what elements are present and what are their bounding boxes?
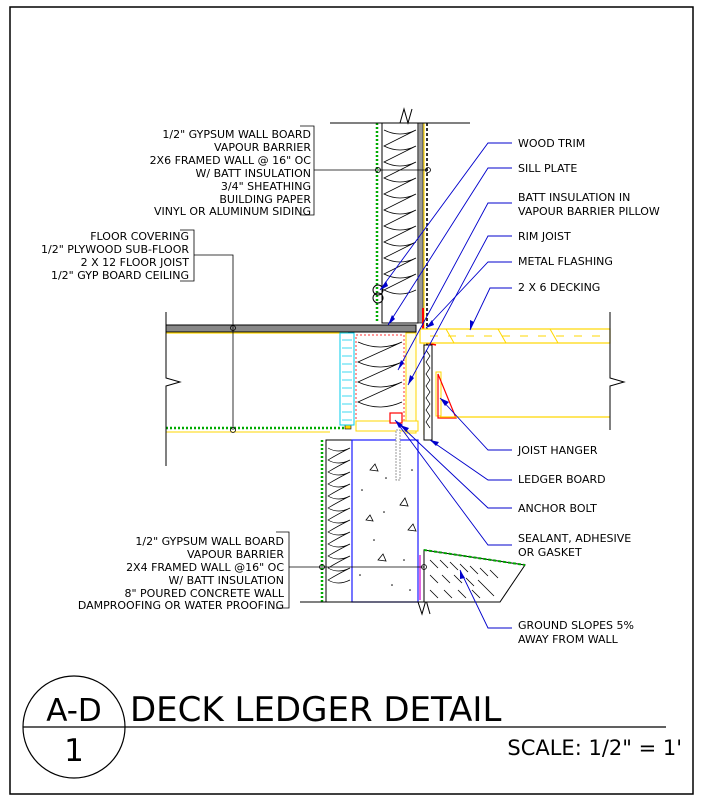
label-ground-slopes-1: GROUND SLOPES 5%: [518, 619, 634, 632]
label-wood-trim: WOOD TRIM: [518, 137, 585, 150]
label-ledger-board: LEDGER BOARD: [518, 473, 606, 486]
label-batt-insulation-2: VAPOUR BARRIER PILLOW: [518, 205, 660, 218]
detail-code: A-D: [46, 693, 102, 729]
label-floor-joist: 2 X 12 FLOOR JOIST: [81, 256, 190, 269]
deck-assembly: [419, 308, 626, 441]
label-top-gypsum: 1/2" GYPSUM WALL BOARD: [162, 128, 311, 141]
rim-joist-zone: [339, 332, 419, 434]
label-metal-flashing: METAL FLASHING: [518, 255, 613, 268]
drawing-scale: SCALE: 1/2" = 1': [507, 736, 682, 760]
label-batt-insulation-1: BATT INSULATION IN: [518, 191, 630, 204]
left-labels-top: 1/2" GYPSUM WALL BOARD VAPOUR BARRIER 2X…: [150, 128, 312, 218]
leader-arrowheads: [380, 281, 474, 579]
label-joist-hanger: JOIST HANGER: [517, 444, 598, 457]
label-bottom-gypsum: 1/2" GYPSUM WALL BOARD: [135, 535, 284, 548]
right-labels: WOOD TRIM SILL PLATE BATT INSULATION IN …: [517, 137, 660, 646]
right-leaders: [379, 142, 512, 629]
left-leaders: [180, 125, 431, 609]
foundation: [300, 429, 526, 616]
label-rim-joist: RIM JOIST: [518, 230, 571, 243]
label-top-sheathing: 3/4" SHEATHING: [221, 180, 311, 193]
label-gyp-ceiling: 1/2" GYP BOARD CEILING: [51, 269, 189, 282]
label-bottom-batt: W/ BATT INSULATION: [169, 574, 284, 587]
label-top-building-paper: BUILDING PAPER: [219, 193, 311, 206]
label-subfloor: 1/2" PLYWOOD SUB-FLOOR: [41, 243, 189, 256]
label-floor-covering: FLOOR COVERING: [90, 230, 189, 243]
title-block: A-D 1 DECK LEDGER DETAIL SCALE: 1/2" = 1…: [22, 675, 682, 779]
label-ground-slopes-2: AWAY FROM WALL: [518, 633, 619, 646]
label-top-batt: W/ BATT INSULATION: [196, 167, 311, 180]
label-sill-plate: SILL PLATE: [518, 162, 577, 175]
label-bottom-concrete: 8" POURED CONCRETE WALL: [124, 587, 284, 600]
label-decking: 2 X 6 DECKING: [518, 281, 600, 294]
drawing-title: DECK LEDGER DETAIL: [130, 690, 501, 730]
label-bottom-damproofing: DAMPROOFING OR WATER PROOFING: [78, 599, 284, 612]
label-top-framed: 2X6 FRAMED WALL @ 16" OC: [150, 154, 312, 167]
label-anchor-bolt: ANCHOR BOLT: [518, 502, 597, 515]
label-bottom-vapour: VAPOUR BARRIER: [187, 548, 284, 561]
label-sealant-2: OR GASKET: [518, 546, 582, 559]
left-labels-mid: FLOOR COVERING 1/2" PLYWOOD SUB-FLOOR 2 …: [41, 230, 189, 282]
upper-wall: [330, 107, 470, 435]
label-bottom-framed: 2X4 FRAMED WALL @16" OC: [126, 561, 284, 574]
sheet-border: [9, 6, 694, 795]
detail-number: 1: [64, 733, 84, 769]
label-sealant-1: SEALANT, ADHESIVE: [518, 532, 631, 545]
left-labels-bottom: 1/2" GYPSUM WALL BOARD VAPOUR BARRIER 2X…: [78, 535, 285, 612]
label-top-siding: VINYL OR ALUMINUM SIDING: [154, 205, 311, 218]
label-top-vapour: VAPOUR BARRIER: [214, 141, 311, 154]
